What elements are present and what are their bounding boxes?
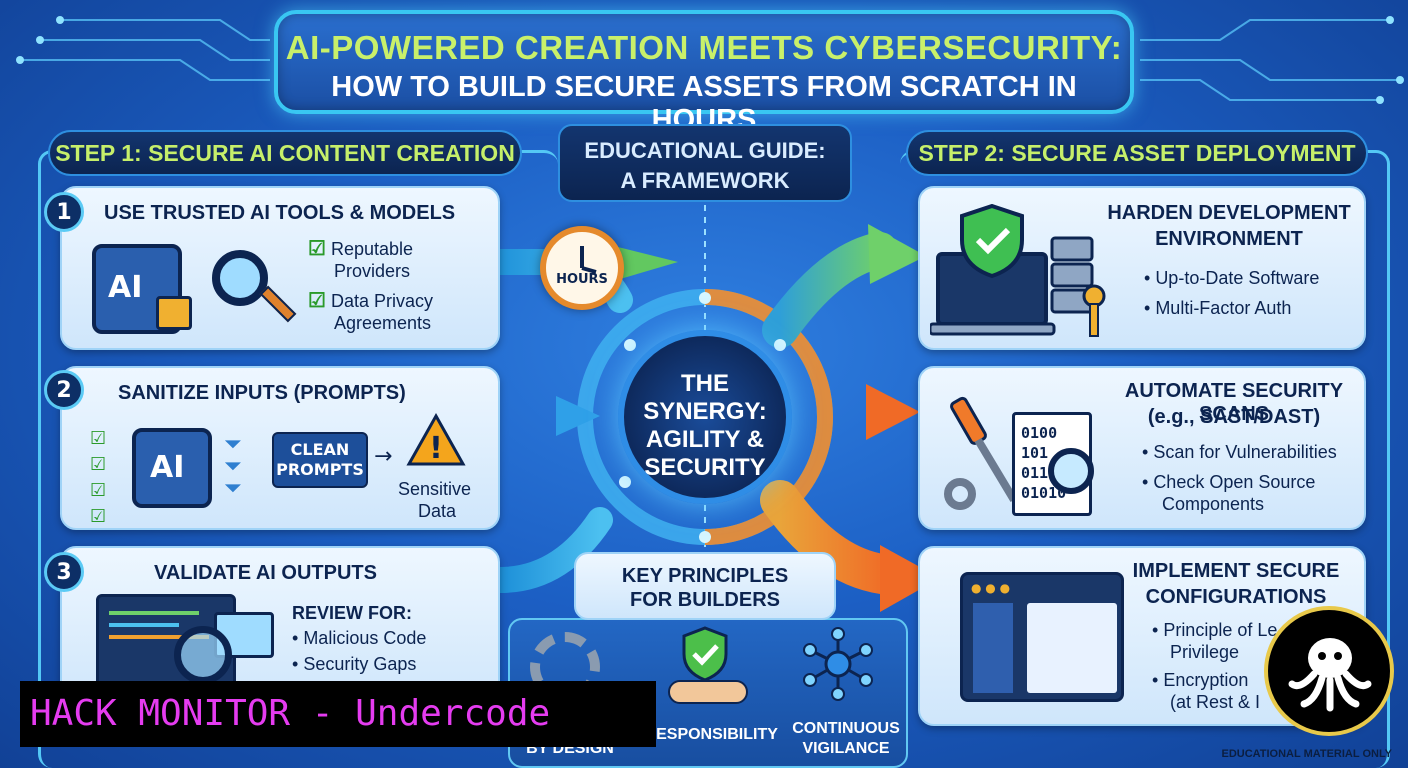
hack-monitor-banner: HACK MONITOR - Undercode bbox=[20, 681, 656, 747]
arrow-right-3 bbox=[760, 480, 910, 595]
card5-title-1: AUTOMATE SECURITY SCANS bbox=[1124, 380, 1344, 425]
sensitive-label: Sensitive bbox=[398, 479, 472, 499]
item-reputable: Reputable bbox=[330, 239, 414, 259]
card3-title: VALIDATE AI OUTPUTS bbox=[154, 562, 377, 584]
step1-header: STEP 1: SECURE AI CONTENT CREATION bbox=[48, 130, 522, 176]
step2-card-2: 0100 101 011 01010 AUTOMATE SECURITY SCA… bbox=[918, 366, 1366, 530]
guide-line-2: A FRAMEWORK bbox=[620, 168, 790, 193]
arrow-right-1 bbox=[762, 232, 898, 348]
network-icon bbox=[803, 627, 873, 701]
card5-title-2: (e.g., SAST/DAST) bbox=[1147, 406, 1321, 428]
encryption-text: Encryption bbox=[1163, 670, 1249, 690]
title-line-2: HOW TO BUILD SECURE ASSETS FROM SCRATCH … bbox=[331, 71, 1077, 136]
step1-card-2: SANITIZE INPUTS (PROMPTS) ☑☑☑☑ AI ⏷⏷⏷ CL… bbox=[60, 366, 500, 530]
step-number-1: 1 bbox=[44, 192, 84, 232]
principle-continuous: CONTINUOUS bbox=[792, 720, 900, 737]
config-window-icon: ● ● ● bbox=[960, 572, 1124, 702]
card2-title: SANITIZE INPUTS (PROMPTS) bbox=[118, 382, 406, 404]
hand-icon bbox=[668, 680, 748, 704]
card6-title-1: IMPLEMENT SECURE bbox=[1132, 560, 1340, 582]
kp-line-2: FOR BUILDERS bbox=[630, 589, 780, 611]
data-label: Data bbox=[418, 501, 457, 521]
item-check-open-source: • Check Open Source bbox=[1142, 472, 1316, 492]
hub-line-1: THE bbox=[681, 370, 729, 397]
clock-label: HOURS bbox=[556, 272, 608, 287]
item-agreements: Agreements bbox=[334, 313, 432, 333]
hub-line-4: SECURITY bbox=[644, 454, 766, 481]
hub-line-2: SYNERGY: bbox=[643, 398, 767, 425]
server-key-icon bbox=[1050, 236, 1106, 337]
laptop-shield-icon bbox=[930, 204, 1056, 336]
magnifier-icon bbox=[174, 626, 232, 684]
item-least-privilege: • Principle of Le bbox=[1152, 620, 1278, 640]
ai-chip-lock-icon: AI bbox=[92, 244, 192, 334]
principle-responsibility: ESPONSIBILITY bbox=[656, 726, 778, 743]
principle-vigilance: VIGILANCE bbox=[802, 740, 890, 757]
ai-chip-icon: AI bbox=[132, 428, 212, 508]
review-label: REVIEW FOR: bbox=[292, 603, 412, 623]
item-security-gaps: • Security Gaps bbox=[292, 654, 417, 674]
code-line-1: 0100 bbox=[1021, 424, 1058, 442]
card6-title-2: CONFIGURATIONS bbox=[1145, 586, 1327, 608]
tools-icon bbox=[944, 396, 1018, 510]
educational-guide-box: EDUCATIONAL GUIDE: A FRAMEWORK bbox=[558, 124, 852, 202]
clean-label: CLEAN bbox=[290, 440, 350, 459]
code-line-2: 101 bbox=[1021, 444, 1049, 462]
card4-title-1: HARDEN DEVELOPMENT bbox=[1107, 202, 1351, 224]
check-icon: ☑ bbox=[308, 290, 326, 312]
card1-title: USE TRUSTED AI TOOLS & MODELS bbox=[104, 202, 456, 224]
item-providers: Providers bbox=[334, 261, 411, 281]
clock-icon: HOURS bbox=[540, 226, 624, 310]
item-scan-vulns: • Scan for Vulnerabilities bbox=[1142, 442, 1337, 462]
key-principles-title: KEY PRINCIPLES FOR BUILDERS bbox=[574, 552, 836, 620]
step1-card-3: VALIDATE AI OUTPUTS REVIEW FOR: • Malici… bbox=[60, 546, 500, 706]
security-gaps-text: Security Gaps bbox=[303, 654, 417, 674]
checklist-icon: ☑☑☑☑ bbox=[90, 428, 107, 527]
code-line-4: 01010 bbox=[1021, 484, 1067, 502]
least-privilege-text: Principle of Le bbox=[1163, 620, 1278, 640]
card4-title-2: ENVIRONMENT bbox=[1155, 228, 1303, 250]
item-components: Components bbox=[1162, 494, 1265, 514]
item-data-privacy: Data Privacy bbox=[330, 291, 433, 311]
scan-vulns-text: Scan for Vulnerabilities bbox=[1153, 442, 1337, 462]
item-malicious-code: • Malicious Code bbox=[292, 628, 427, 648]
check-open-source-text: Check Open Source bbox=[1153, 472, 1316, 492]
malicious-code-text: Malicious Code bbox=[303, 628, 427, 648]
octopus-logo bbox=[1264, 606, 1394, 736]
footer-disclaimer: EDUCATIONAL MATERIAL ONLY bbox=[1221, 748, 1392, 760]
up-to-date-text: Up-to-Date Software bbox=[1155, 268, 1320, 288]
svg-text:!: ! bbox=[429, 431, 443, 466]
step1-card-1: USE TRUSTED AI TOOLS & MODELS AI ☑ Reput… bbox=[60, 186, 500, 350]
item-at-rest: (at Rest & I bbox=[1170, 692, 1261, 712]
magnifier-icon bbox=[212, 250, 268, 306]
arrow-left-3 bbox=[487, 507, 613, 593]
arrow-right-icon: → bbox=[374, 444, 393, 469]
item-up-to-date: • Up-to-Date Software bbox=[1144, 268, 1320, 288]
warning-icon: ! bbox=[406, 412, 466, 466]
step-number-3: 3 bbox=[44, 552, 84, 592]
title-line-1: AI-POWERED CREATION MEETS CYBERSECURITY: bbox=[285, 29, 1123, 66]
step-number-2: 2 bbox=[44, 370, 84, 410]
guide-line-1: EDUCATIONAL GUIDE: bbox=[584, 138, 826, 163]
magnifier-icon bbox=[1048, 448, 1094, 494]
step2-card-1: HARDEN DEVELOPMENT ENVIRONMENT • Up-to-D… bbox=[918, 186, 1366, 350]
check-icon: ☑ bbox=[308, 238, 326, 260]
clean-prompts-box: CLEAN PROMPTS bbox=[272, 432, 368, 488]
prompts-label: PROMPTS bbox=[276, 460, 364, 479]
code-line-3: 011 bbox=[1021, 464, 1049, 482]
mfa-text: Multi-Factor Auth bbox=[1155, 298, 1292, 318]
chip-label: AI bbox=[108, 270, 143, 305]
main-title-banner: AI-POWERED CREATION MEETS CYBERSECURITY:… bbox=[274, 10, 1134, 136]
shield-check-icon bbox=[682, 626, 728, 682]
synergy-hub: THE SYNERGY: AGILITY & SECURITY bbox=[618, 330, 792, 504]
filter-icon: ⏷⏷⏷ bbox=[224, 432, 242, 501]
chip-label: AI bbox=[150, 450, 185, 485]
hub-line-3: AGILITY & bbox=[645, 426, 765, 453]
item-encryption: • Encryption bbox=[1152, 670, 1249, 690]
kp-line-1: KEY PRINCIPLES bbox=[621, 565, 789, 587]
step2-header: STEP 2: SECURE ASSET DEPLOYMENT bbox=[906, 130, 1368, 176]
item-privilege: Privilege bbox=[1170, 642, 1240, 662]
item-mfa: • Multi-Factor Auth bbox=[1144, 298, 1292, 318]
